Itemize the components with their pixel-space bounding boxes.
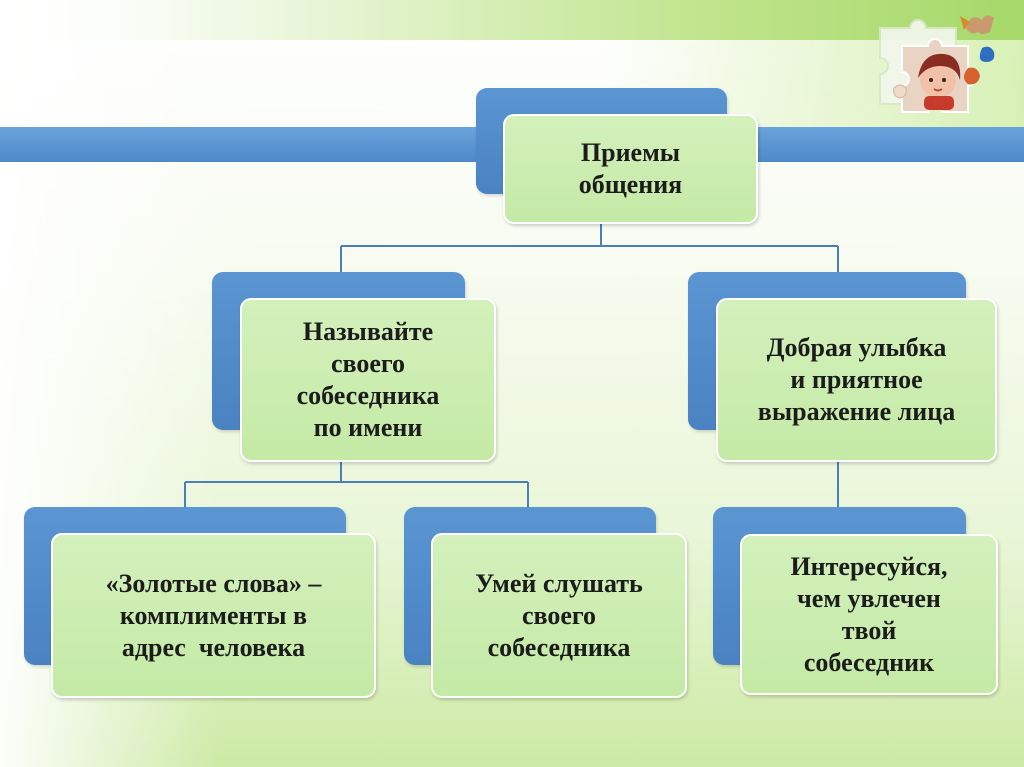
node-golden-words-line-2: комплименты в — [119, 600, 308, 630]
node-kind-smile: Добрая улыбка и приятное выражение лица — [688, 272, 998, 462]
node-be-interested-label: Интересуйся, чем увлечен твой собеседник — [790, 551, 947, 679]
node-golden-words-line-3: адрес человека — [121, 632, 306, 662]
node-be-interested-line-4: собеседник — [803, 647, 935, 677]
node-kind-smile-line-3: выражение лица — [757, 397, 956, 426]
node-call-by-name: Называйте своего собеседника по имени — [212, 272, 496, 462]
node-be-interested-line-2: чем увлечен — [797, 583, 941, 613]
node-be-interested: Интересуйся, чем увлечен твой собеседник — [713, 507, 998, 695]
node-kind-smile-line-2: и приятное — [790, 365, 923, 394]
node-call-by-name-line-3: собеседника — [296, 381, 440, 410]
node-call-by-name-line-4: по имени — [313, 413, 423, 442]
node-kind-smile-label: Добрая улыбка и приятное выражение лица — [758, 332, 955, 428]
node-be-interested-line-1: Интересуйся, — [790, 551, 948, 581]
node-golden-words-line-1: «Золотые слова» – — [105, 568, 322, 598]
node-listen-line-3: собеседника — [487, 632, 631, 662]
node-listen-line-1: Умей слушать — [475, 568, 643, 598]
node-call-by-name-line-1: Называйте — [302, 317, 434, 346]
node-root-line-2: общения — [578, 170, 683, 199]
node-listen: Умей слушать своего собеседника — [404, 507, 687, 698]
node-kind-smile-line-1: Добрая улыбка — [766, 333, 947, 362]
node-golden-words-label: «Золотые слова» – комплименты в адрес че… — [106, 568, 322, 664]
node-call-by-name-label: Называйте своего собеседника по имени — [297, 316, 440, 444]
node-root-line-1: Приемы — [580, 138, 681, 167]
puzzle-photo-icon — [879, 15, 995, 113]
node-golden-words: «Золотые слова» – комплименты в адрес че… — [24, 507, 376, 698]
node-call-by-name-line-2: своего — [330, 349, 406, 378]
node-be-interested-line-3: твой — [841, 615, 897, 645]
node-root: Приемы общения — [476, 88, 759, 227]
node-listen-label: Умей слушать своего собеседника — [475, 568, 643, 664]
node-root-label: Приемы общения — [579, 137, 683, 201]
node-listen-line-2: своего — [521, 600, 597, 630]
